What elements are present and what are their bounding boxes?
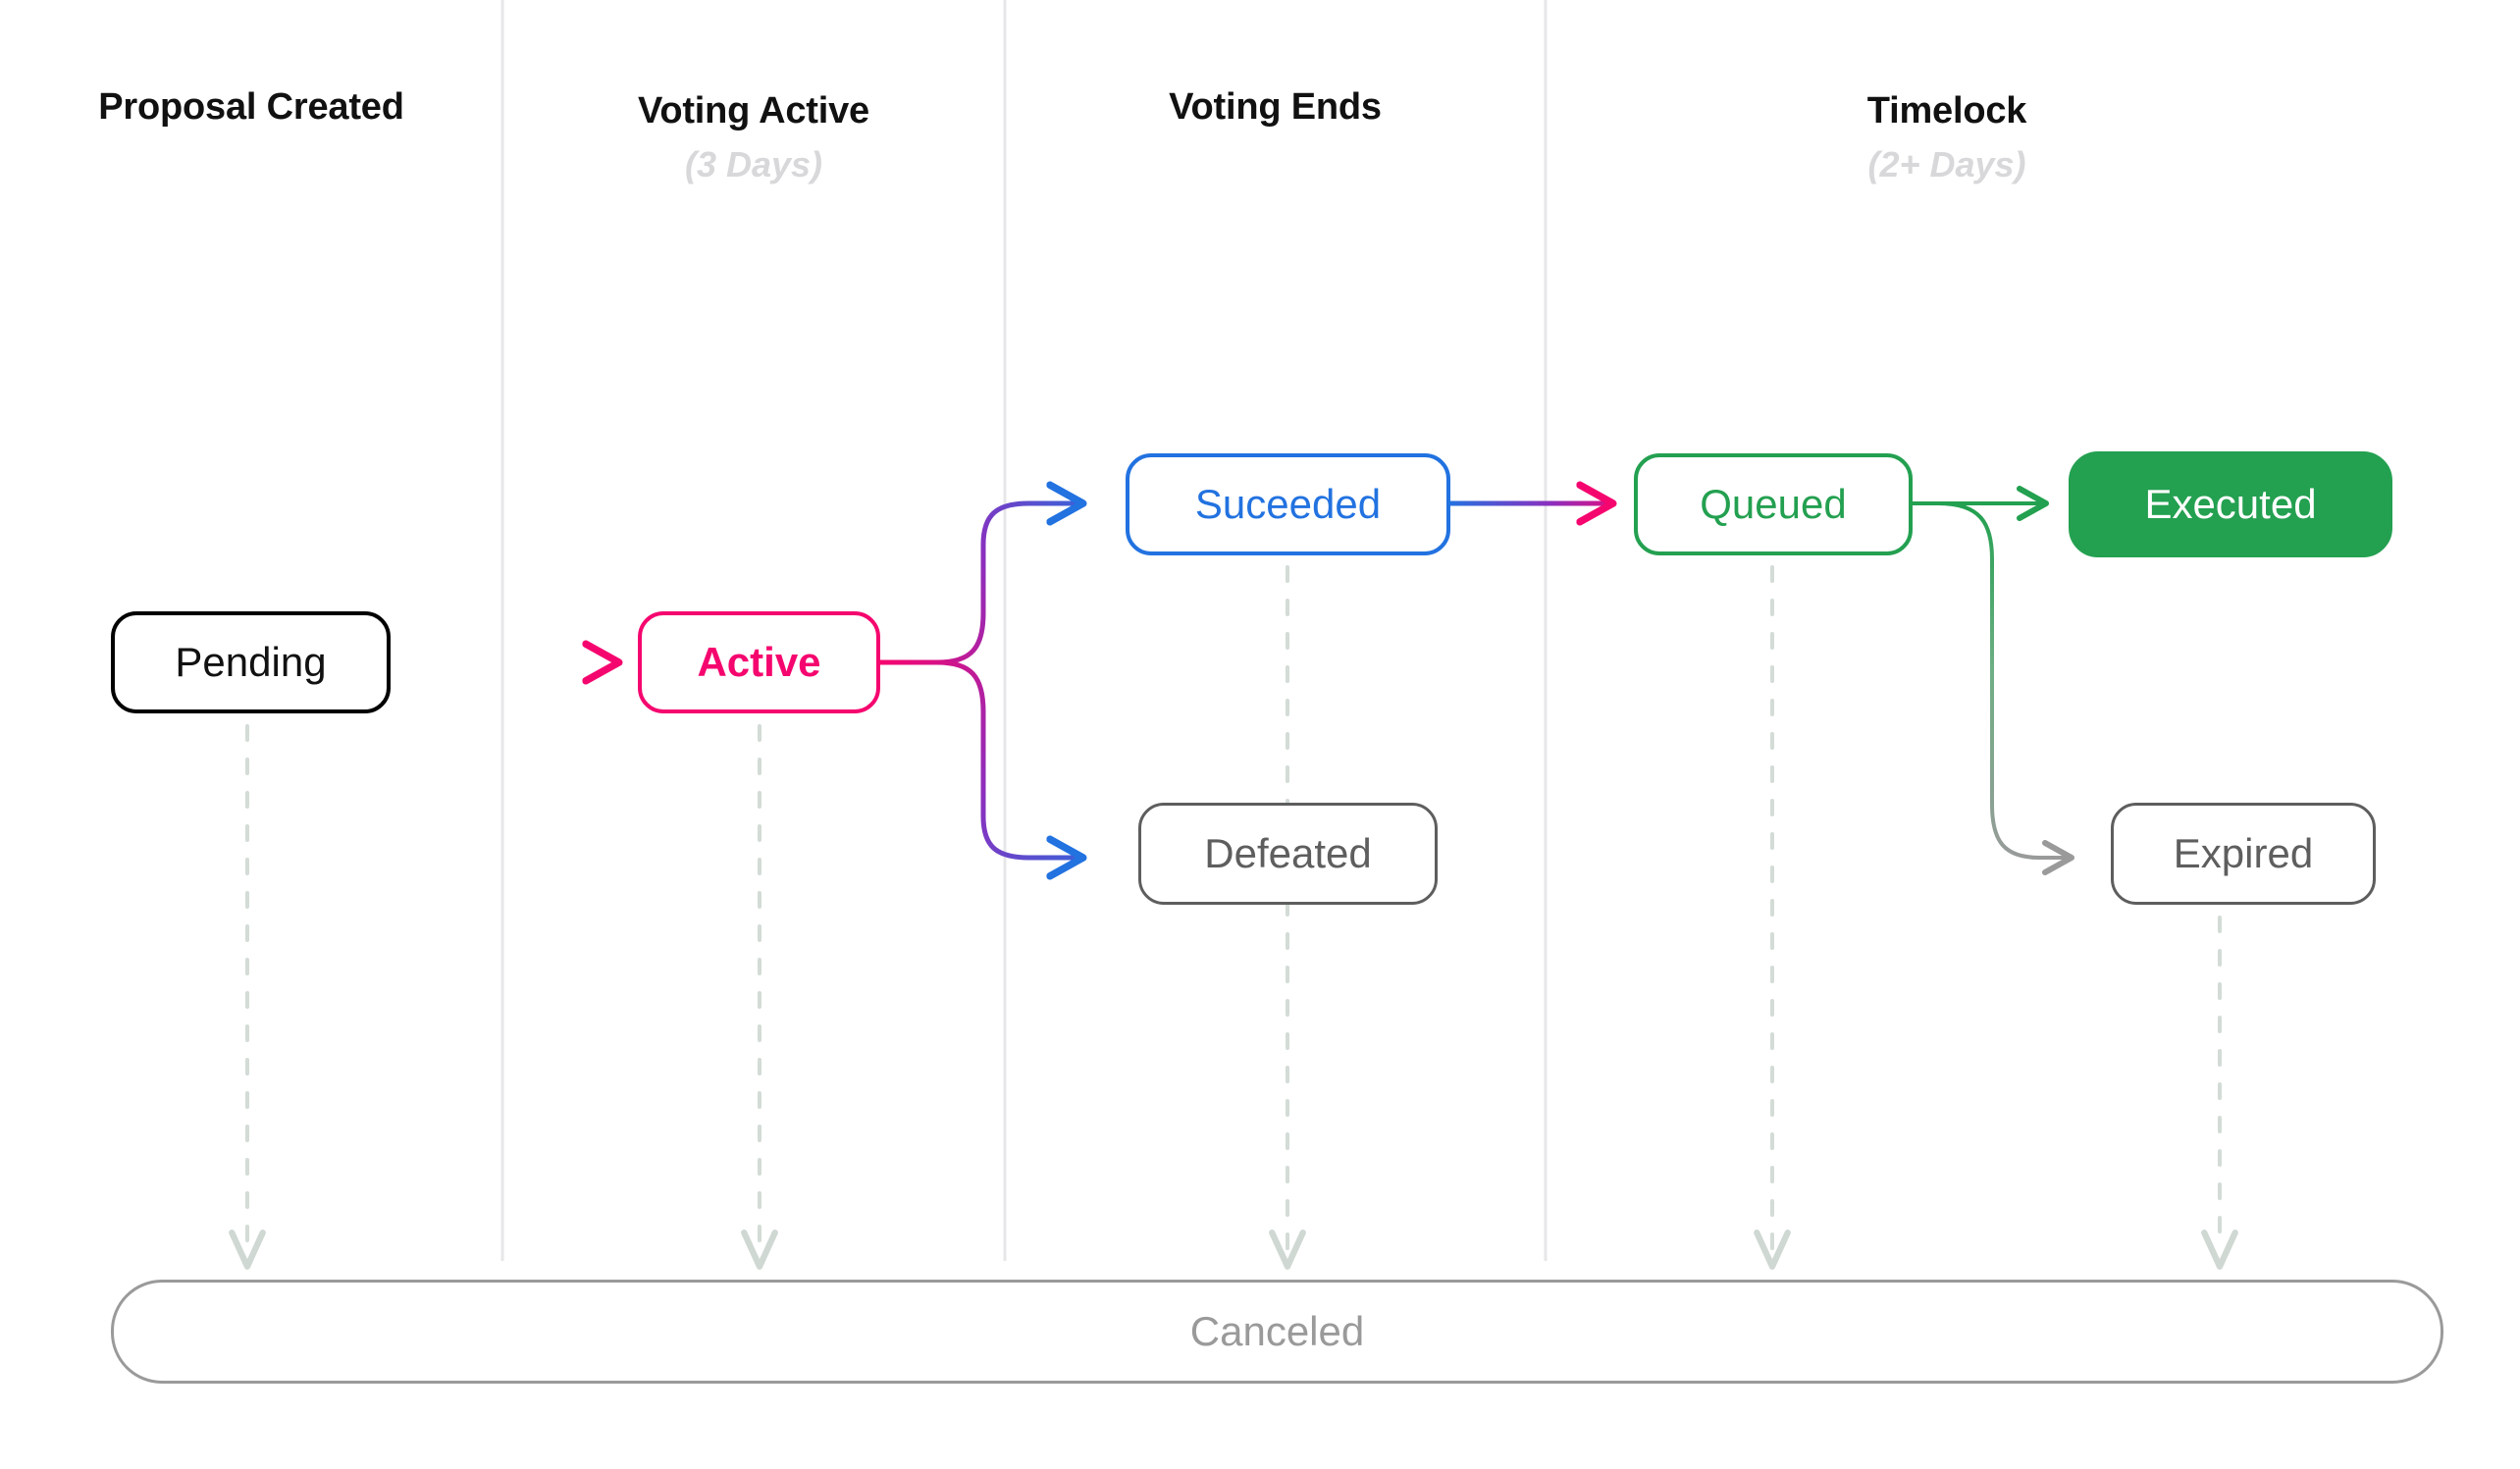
node-executed[interactable]: Executed xyxy=(2069,451,2392,557)
node-label: Queued xyxy=(1700,481,1847,527)
phase-timelock: Timelock (2+ Days) xyxy=(1546,90,2348,188)
node-canceled[interactable]: Canceled xyxy=(111,1280,2443,1384)
phase-title: Timelock xyxy=(1866,90,2027,131)
node-expired[interactable]: Expired xyxy=(2111,803,2376,905)
node-label: Defeated xyxy=(1204,830,1372,876)
dashed-drop-lines xyxy=(229,565,2238,1270)
phase-title: Proposal Created xyxy=(98,86,404,128)
phase-title: Voting Active xyxy=(638,90,869,131)
node-pending[interactable]: Pending xyxy=(111,611,391,713)
edge-active-defeated xyxy=(880,659,1087,880)
node-defeated[interactable]: Defeated xyxy=(1138,803,1438,905)
phase-proposal-created: Proposal Created xyxy=(0,86,502,137)
node-label: Canceled xyxy=(1189,1308,1365,1354)
phase-subtitle: (2+ Days) xyxy=(1867,143,2026,184)
phase-voting-ends: Voting Ends xyxy=(1005,86,1546,137)
node-label: Pending xyxy=(175,639,327,685)
node-queued[interactable]: Queued xyxy=(1634,453,1913,555)
phase-voting-active: Voting Active (3 Days) xyxy=(502,90,1005,188)
phase-title: Voting Ends xyxy=(1169,86,1382,128)
node-label: Suceeded xyxy=(1194,481,1382,527)
phase-subtitle: (3 Days) xyxy=(684,143,823,184)
edge-queued-expired xyxy=(1937,501,2074,875)
edge-active-suceeded xyxy=(880,481,1087,665)
node-active[interactable]: Active xyxy=(638,611,880,713)
node-label: Executed xyxy=(2144,481,2317,527)
node-label: Expired xyxy=(2173,830,2314,876)
node-label: Active xyxy=(697,639,821,685)
node-suceeded[interactable]: Suceeded xyxy=(1126,453,1450,555)
